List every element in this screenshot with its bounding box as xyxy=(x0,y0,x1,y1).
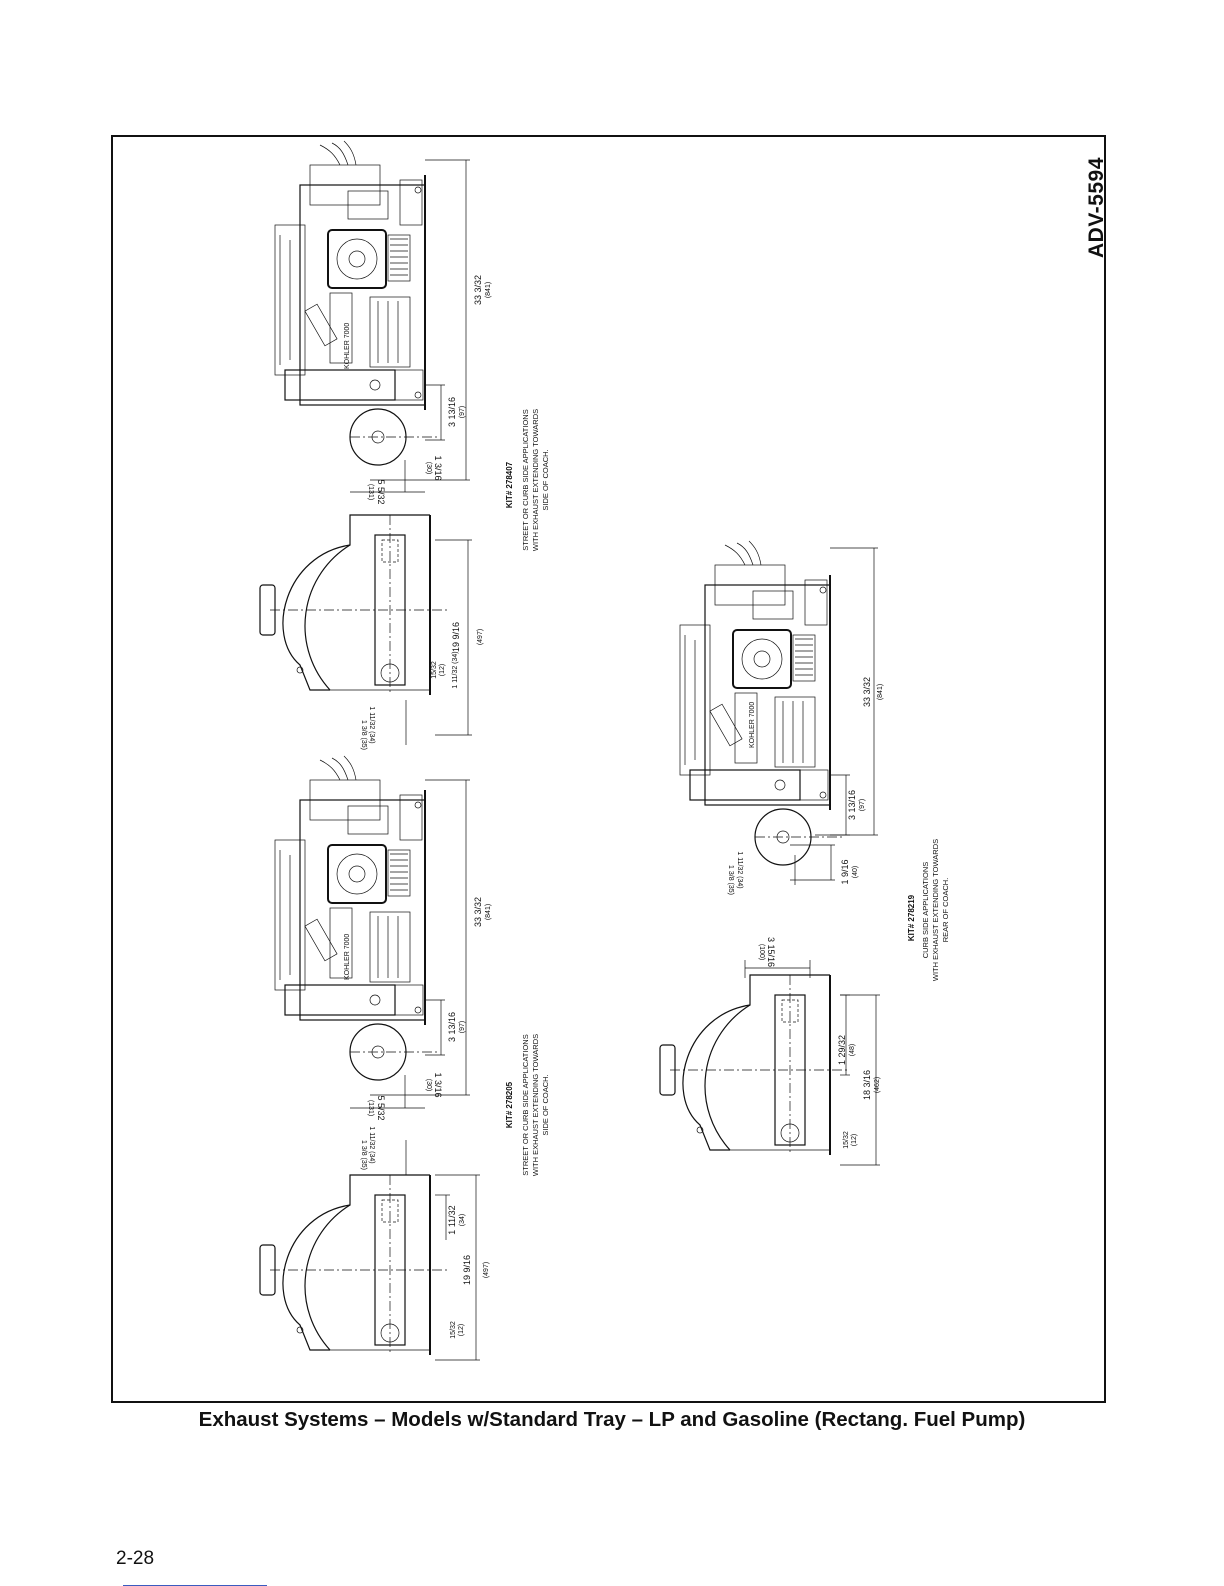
kit-278407-side-view: KOHLER 7000 33 3/32 (841) 3 13/16 (97) 1… xyxy=(274,140,492,505)
kit-278205-note-line-1: STREET OR CURB SIDE APPLICATIONS xyxy=(521,1034,530,1175)
kit-278219-top-a: 1 11/32 (34) xyxy=(736,851,743,888)
kit-278205-end-view: 1 11/32 (34) 1 3/8 (35) 1 11/32 (34) 19 … xyxy=(259,1126,490,1361)
brand-label-2: KOHLER 7000 xyxy=(344,934,351,980)
kit-278407-end-view: 19 9/16 (497) 15/32 (12) 1 11/32 (34) 1 … xyxy=(259,514,484,750)
brand-label: KOHLER 7000 xyxy=(344,323,351,369)
kit-278407-label: KIT# 278407 xyxy=(505,461,514,508)
kit-278205-offset-a: 1 3/16 xyxy=(433,1072,443,1097)
kit-278407-top-b: 1 3/8 (35) xyxy=(360,720,367,750)
drawing-id: ADV-5594 xyxy=(1085,157,1108,258)
kit-278205-overall-mm: (841) xyxy=(485,904,492,920)
kit-278219-note-line-3: REAR OF COACH. xyxy=(941,878,950,943)
kit-278205-offset-b-mm: (131) xyxy=(367,1100,374,1116)
kit-278407-pipe-dim: 1 11/32 (34) xyxy=(452,651,459,688)
kit-278219-offset-dim: 1 9/16 xyxy=(840,859,850,884)
kit-278219-offset-mm: (40) xyxy=(852,866,859,878)
kit-278219-muffler-mm: (97) xyxy=(859,799,866,811)
kit-278205-muffler-dim: 3 13/16 xyxy=(447,1012,457,1042)
kit-278219-note-line-2: WITH EXHAUST EXTENDING TOWARDS xyxy=(931,839,940,981)
kit-278219-label: KIT# 278219 xyxy=(907,894,916,941)
kit-278407-small-mm: (12) xyxy=(439,664,446,676)
kit-278219-note: KIT# 278219 CURB SIDE APPLICATIONS WITH … xyxy=(907,839,950,981)
kit-278205-width-mm: (497) xyxy=(483,1262,490,1278)
kit-278407-small-dim: 15/32 xyxy=(431,661,438,679)
kit-278407-offset-a-mm: (30) xyxy=(425,462,432,474)
kit-278219-pipe-mm: (48) xyxy=(849,1044,856,1056)
kit-278205-pipe-dim: 1 11/32 xyxy=(447,1205,457,1234)
kit-278219-small-dim: 15/32 xyxy=(843,1131,850,1149)
kit-278205-top-a: 1 11/32 (34) xyxy=(368,1126,375,1163)
kit-278219-side-view: KOHLER 7000 33 3/32 (841) 3 13/16 (97) 1… xyxy=(679,540,884,895)
kit-278205-small-mm: (12) xyxy=(458,1324,465,1336)
kit-278219-note-line-1: CURB SIDE APPLICATIONS xyxy=(921,862,930,959)
kit-278219-end-view: 3 15/16 (100) 1 29/32 (48) 18 3/16 (462)… xyxy=(659,937,881,1166)
kit-278205-offset-a-mm: (30) xyxy=(425,1079,432,1091)
kit-278205-note-line-3: SIDE OF COACH. xyxy=(541,1074,550,1135)
kit-278407-muffler-dim: 3 13/16 xyxy=(447,397,457,427)
drawing-frame xyxy=(111,135,1106,1403)
kit-278407-note: KIT# 278407 STREET OR CURB SIDE APPLICAT… xyxy=(505,409,550,551)
kit-278407-note-line-3: SIDE OF COACH. xyxy=(541,449,550,510)
page-number: 2-28 xyxy=(116,1548,155,1569)
kit-278219-width-mm: (462) xyxy=(874,1077,881,1093)
kit-278205-pipe-mm: (34) xyxy=(459,1214,466,1226)
kit-278219-small-mm: (12) xyxy=(851,1134,858,1146)
kit-278407-overall-mm: (841) xyxy=(485,282,492,298)
kit-278407-top-a: 1 11/32 (34) xyxy=(368,706,375,743)
kit-278219-overall-mm: (841) xyxy=(877,684,884,700)
kit-278205-offset-b: 5 5/32 xyxy=(376,1095,386,1120)
kit-278219-overall-dim: 33 3/32 xyxy=(862,677,872,707)
kit-278219-top-mm: (100) xyxy=(758,944,765,960)
kit-278407-note-line-1: STREET OR CURB SIDE APPLICATIONS xyxy=(521,409,530,550)
kit-278205-muffler-mm: (97) xyxy=(459,1021,466,1033)
kit-278407-offset-b: 5 5/32 xyxy=(376,479,386,504)
kit-278205-top-b: 1 3/8 (35) xyxy=(360,1140,367,1170)
kit-278205-note-line-2: WITH EXHAUST EXTENDING TOWARDS xyxy=(531,1034,540,1176)
kit-278407-note-line-2: WITH EXHAUST EXTENDING TOWARDS xyxy=(531,409,540,551)
kit-278205-note: KIT# 278205 STREET OR CURB SIDE APPLICAT… xyxy=(505,1034,550,1176)
kit-278205-overall-dim: 33 3/32 xyxy=(473,897,483,927)
kit-278407-offset-a: 1 3/16 xyxy=(433,455,443,480)
kit-278205-width-dim: 19 9/16 xyxy=(462,1255,472,1285)
kit-278219-top-dim: 3 15/16 xyxy=(766,937,776,967)
kit-278219-muffler-dim: 3 13/16 xyxy=(847,790,857,820)
kit-278219-width-dim: 18 3/16 xyxy=(862,1070,872,1100)
kit-278205-side-view: KOHLER 7000 33 3/32 (841) 3 13/16 (97) 1… xyxy=(274,755,492,1121)
kit-278407-muffler-mm: (97) xyxy=(459,406,466,418)
brand-label-3: KOHLER 7000 xyxy=(749,702,756,748)
kit-278407-offset-b-mm: (131) xyxy=(367,484,374,500)
kit-278407-width-dim: 19 9/16 xyxy=(451,622,461,652)
kit-278219-pipe-dim: 1 29/32 xyxy=(837,1035,847,1065)
kit-278205-label: KIT# 278205 xyxy=(505,1081,514,1128)
kit-278407-width-mm: (497) xyxy=(477,629,484,645)
kit-278407-overall-dim: 33 3/32 xyxy=(473,275,483,305)
kit-278219-top-b: 1 3/8 (35) xyxy=(727,865,734,895)
kit-278205-small-dim: 15/32 xyxy=(450,1321,457,1339)
figure-caption: Exhaust Systems – Models w/Standard Tray… xyxy=(198,1408,1026,1431)
